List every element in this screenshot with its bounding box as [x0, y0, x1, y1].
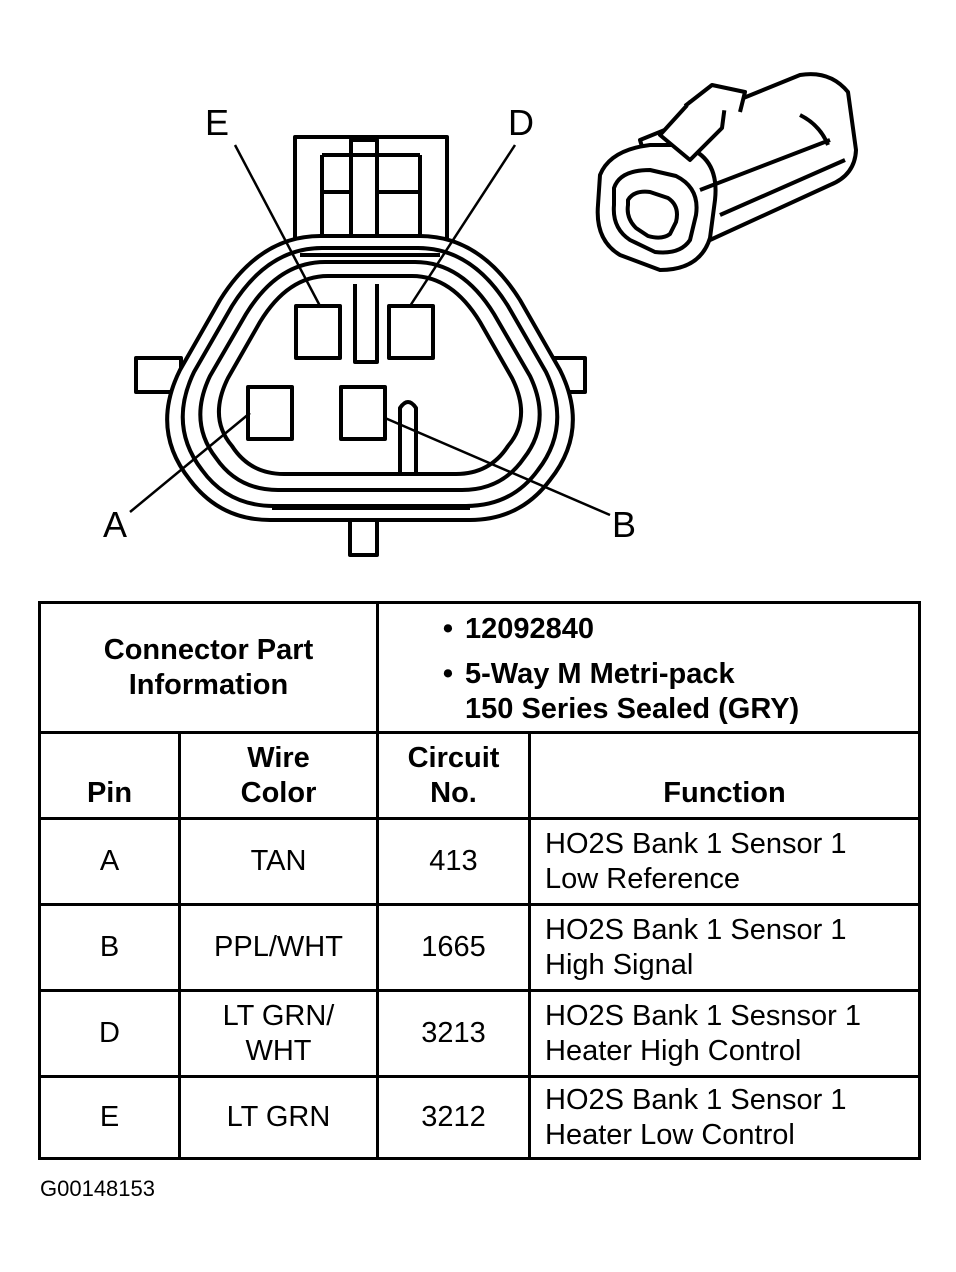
connector-shell — [165, 234, 575, 522]
header-function: Function — [528, 731, 921, 820]
cavity-b — [339, 385, 387, 441]
pin-label-a: A — [103, 504, 127, 545]
circuit-cell: 1665 — [376, 903, 531, 992]
part-info-cell: •12092840 •5-Way M Metri-pack 150 Series… — [376, 601, 921, 734]
leader-line-d — [408, 144, 517, 307]
part-number-item: •12092840 — [442, 613, 595, 645]
pin-cell: D — [38, 989, 181, 1078]
part-series-item: 150 Series Sealed (GRY) — [465, 693, 800, 725]
circuit-cell: 413 — [376, 817, 531, 906]
pin-cell: A — [38, 817, 181, 906]
leader-line-b — [384, 416, 611, 517]
wire-color-cell: LT GRN — [178, 1075, 379, 1160]
part-type-item: •5-Way M Metri-pack — [442, 658, 735, 690]
wire-color-cell: LT GRN/WHT — [178, 989, 379, 1078]
connector-info-table: Connector Part Information •12092840 •5-… — [38, 601, 921, 1160]
connector-face-diagram: E D A B — [103, 72, 858, 557]
pin-label-b: B — [612, 504, 636, 545]
b-slot-key — [398, 400, 418, 474]
circuit-cell: 3213 — [376, 989, 531, 1078]
center-key — [353, 284, 379, 364]
connector-3d-illustration — [595, 72, 858, 272]
pin-cell: E — [38, 1075, 181, 1160]
connector-latch — [293, 135, 449, 252]
pin-cell: B — [38, 903, 181, 992]
figure-id: G00148153 — [40, 1176, 155, 1201]
part-info-label: Connector Part Information — [38, 601, 379, 734]
cavity-e — [294, 304, 342, 360]
pin-label-d: D — [508, 102, 534, 143]
leader-line-a — [129, 412, 251, 513]
cavity-a — [246, 385, 294, 441]
leader-line-e — [233, 144, 322, 307]
cavity-d — [387, 304, 435, 360]
wire-color-cell: PPL/WHT — [178, 903, 379, 992]
circuit-cell: 3212 — [376, 1075, 531, 1160]
pin-label-e: E — [205, 102, 229, 143]
wire-color-cell: TAN — [178, 817, 379, 906]
header-pin: Pin — [38, 731, 181, 820]
